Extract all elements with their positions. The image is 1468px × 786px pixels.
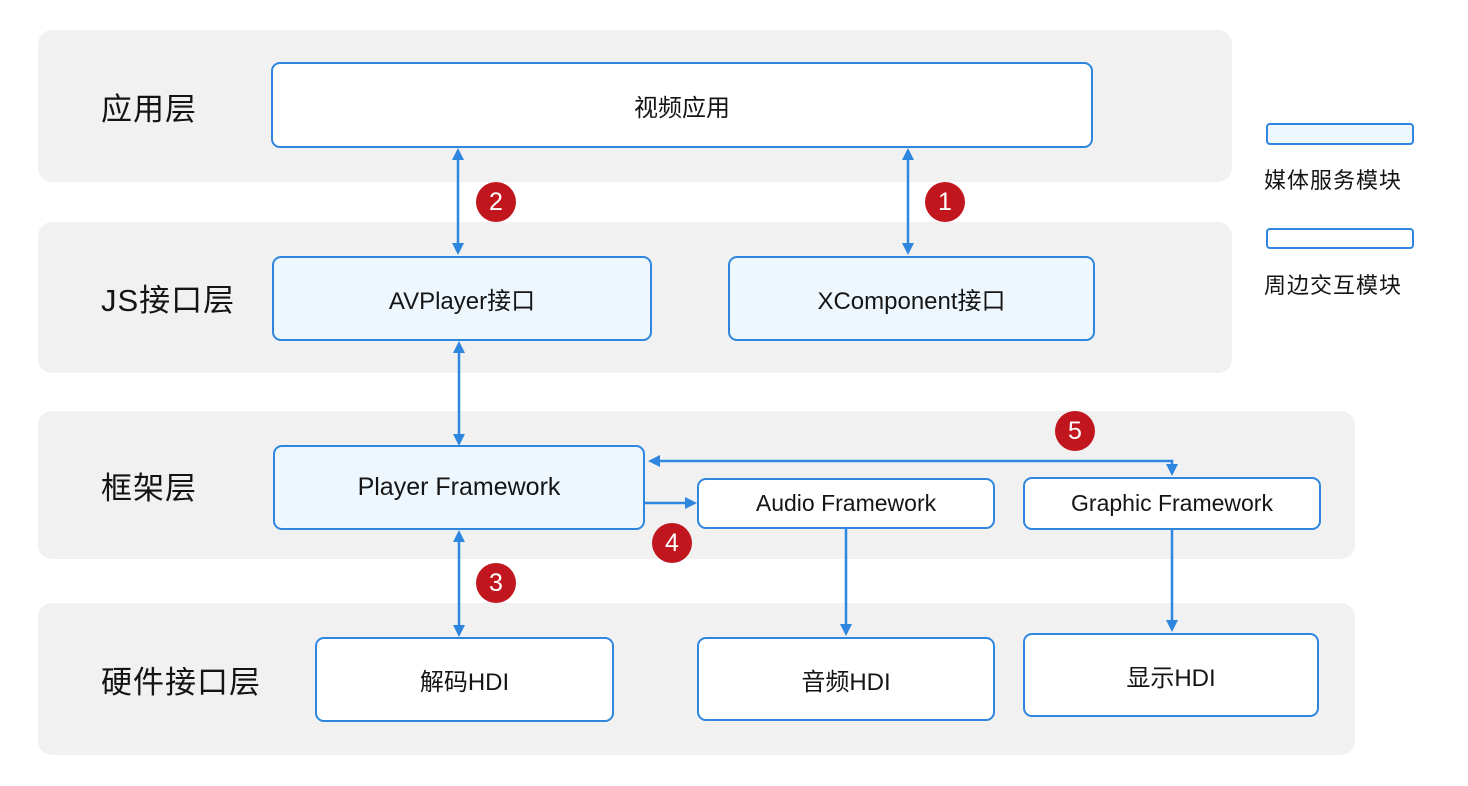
legend-swatch-peripheral xyxy=(1266,228,1414,249)
node-avplayer: AVPlayer接口 xyxy=(272,256,652,341)
layer-label-framework: 框架层 xyxy=(101,470,197,506)
node-audio-framework-label: Audio Framework xyxy=(755,490,937,516)
node-player-framework-label: Player Framework xyxy=(357,473,561,501)
step-badge-1: 1 xyxy=(925,182,965,222)
node-video-app-label: 视频应用 xyxy=(634,94,730,122)
legend-swatch-media xyxy=(1266,123,1414,145)
node-audio-hdi-label: 音频HDI xyxy=(801,668,891,696)
node-xcomponent-label: XComponent接口 xyxy=(817,288,1006,315)
legend-label-peripheral: 周边交互模块 xyxy=(1264,273,1403,298)
layer-label-hardware: 硬件接口层 xyxy=(101,664,261,700)
node-player-framework: Player Framework xyxy=(273,445,645,530)
node-xcomponent: XComponent接口 xyxy=(728,256,1095,341)
step-badge-3: 3 xyxy=(476,563,516,603)
node-display-hdi-label: 显示HDI xyxy=(1126,664,1216,692)
layer-label-js: JS接口层 xyxy=(101,283,236,318)
node-video-app: 视频应用 xyxy=(271,62,1093,148)
step-badge-2: 2 xyxy=(476,182,516,222)
step-badge-4: 4 xyxy=(652,523,692,563)
node-display-hdi: 显示HDI xyxy=(1023,633,1319,717)
node-graphic-framework: Graphic Framework xyxy=(1023,477,1321,530)
node-decode-hdi: 解码HDI xyxy=(315,637,614,722)
legend-label-media: 媒体服务模块 xyxy=(1264,168,1403,193)
node-audio-hdi: 音频HDI xyxy=(697,637,995,721)
node-audio-framework: Audio Framework xyxy=(697,478,995,529)
node-avplayer-label: AVPlayer接口 xyxy=(388,288,536,315)
node-graphic-framework-label: Graphic Framework xyxy=(1071,490,1273,516)
node-decode-hdi-label: 解码HDI xyxy=(419,669,510,696)
layer-label-app: 应用层 xyxy=(101,91,197,127)
step-badge-5: 5 xyxy=(1055,411,1095,451)
